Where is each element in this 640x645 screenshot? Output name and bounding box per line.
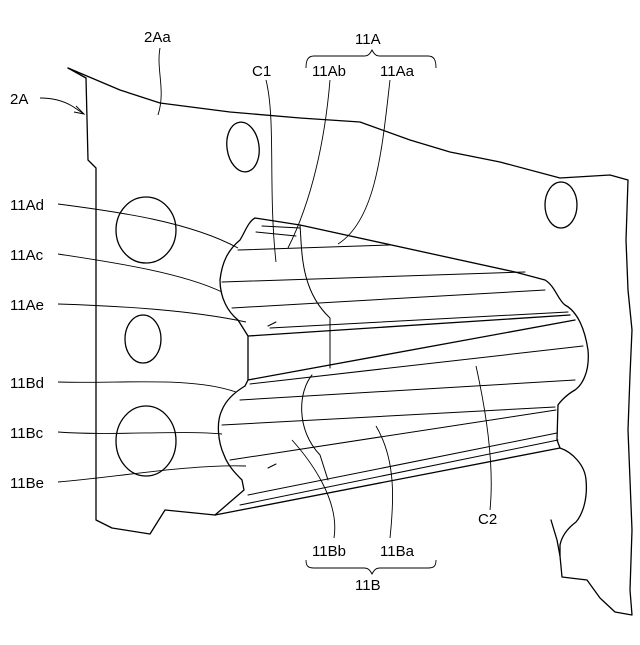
label-C2: C2: [478, 511, 497, 528]
lower-groove-line-1: [222, 407, 555, 425]
middle-ridge-top: [248, 315, 570, 336]
channel-bottom-edge: [215, 448, 560, 515]
lower-curvature-divider: [302, 375, 328, 480]
label-11Ba: 11Ba: [380, 543, 415, 560]
channel-top-edge: [255, 218, 545, 280]
middle-ridge-line: [270, 312, 568, 328]
hole-right: [545, 182, 577, 228]
label-11Bc: 11Bc: [10, 425, 44, 442]
leader-C2: [476, 366, 491, 510]
label-C1: C1: [252, 63, 271, 80]
label-11Aa: 11Aa: [380, 63, 415, 80]
label-11A: 11A: [355, 31, 381, 48]
upper-groove-line-3: [232, 290, 545, 308]
channel-right-bulge-upper: [545, 280, 588, 405]
middle-ridge-lower: [250, 346, 583, 384]
label-11B: 11B: [355, 577, 381, 594]
leader-11Aa: [338, 80, 390, 244]
label-11Ae: 11Ae: [10, 297, 44, 314]
upper-curvature-divider: [300, 225, 330, 368]
label-11Ab: 11Ab: [312, 63, 346, 80]
channel-lower-entry: [215, 386, 245, 515]
upper-groove-line-2: [238, 245, 390, 250]
leader-11Ab: [288, 80, 330, 248]
leader-11Bb: [292, 440, 335, 538]
hole-left-middle: [125, 315, 161, 363]
channel-bottom-lip: [240, 440, 558, 505]
leader-2Aa: [158, 48, 161, 115]
hole-left-upper: [116, 197, 176, 263]
label-11Ad: 11Ad: [10, 197, 44, 214]
leader-C1: [266, 80, 276, 262]
label-11Be: 11Be: [10, 475, 44, 492]
label-11Ac: 11Ac: [10, 247, 44, 264]
hole-top: [224, 120, 263, 174]
hole-left-lower: [116, 406, 176, 476]
upper-chamfer: [256, 226, 300, 326]
lower-groove-line-2: [240, 380, 575, 400]
plate-top-left-curl: [68, 68, 86, 78]
middle-ridge-bottom: [248, 320, 575, 380]
upper-groove-line-1: [222, 272, 525, 282]
channel-upper-entry: [220, 218, 255, 386]
brace-11B: [306, 560, 436, 574]
arrow-2A: [74, 106, 84, 114]
label-11Bb: 11Bb: [312, 543, 346, 560]
lower-groove-line-3: [230, 410, 556, 460]
channel-right-bulge-lower: [557, 405, 586, 556]
label-2A: 2A: [10, 91, 28, 108]
label-2Aa: 2Aa: [144, 29, 171, 46]
lower-chamfer: [268, 464, 276, 468]
leader-2A: [40, 98, 84, 114]
label-11Bd: 11Bd: [10, 375, 44, 392]
leader-11Bd: [58, 382, 236, 392]
